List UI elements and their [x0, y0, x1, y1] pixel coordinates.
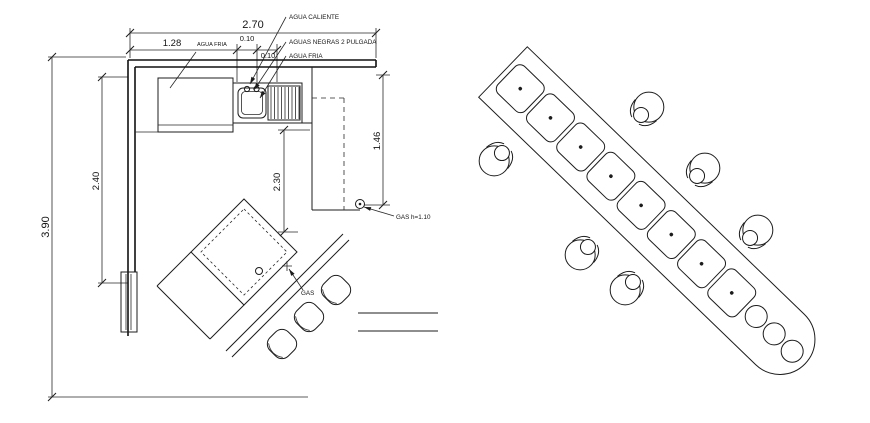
dim-right-depth: 1.46	[372, 132, 383, 151]
dim-outer-height: 3.90	[40, 216, 52, 237]
overhead-cabinet-dashed	[312, 97, 345, 210]
dim-gap-b: 0.10	[261, 51, 276, 60]
stool	[320, 274, 352, 306]
bar-outline	[477, 46, 816, 375]
person-figure	[472, 136, 519, 183]
gas-outlet-symbol	[355, 199, 365, 209]
walls	[127, 59, 377, 336]
label-aguas-negras: AGUAS NEGRAS 2 PULGADA	[289, 39, 377, 46]
sink-drainboard	[267, 85, 301, 121]
bar-plan	[472, 46, 816, 375]
left-wall-window	[120, 271, 138, 333]
stool	[293, 301, 325, 333]
counter-edge	[302, 67, 360, 211]
person-figure	[733, 208, 780, 255]
person-figure	[624, 85, 671, 132]
dim-island-depth: 2.30	[272, 173, 283, 192]
person-figure	[680, 146, 727, 193]
bar-counter	[477, 46, 816, 375]
label-agua-fria-inline: AGUA FRIA	[197, 42, 227, 48]
counter-appliance	[135, 77, 234, 133]
extension-lines	[48, 28, 390, 398]
cross-mark	[282, 261, 292, 271]
label-agua-fria: AGUA FRIA	[289, 53, 323, 60]
bar-round-seats	[744, 305, 804, 363]
dim-top-width: 2.70	[242, 19, 263, 31]
dim-gap-a: 0.10	[240, 34, 255, 43]
faucet-cold	[253, 85, 260, 93]
dimension-lines	[51, 32, 384, 397]
dim-counter-width: 1.28	[163, 38, 182, 49]
faucet-hot	[243, 85, 251, 93]
label-agua-caliente: AGUA CALIENTE	[289, 14, 339, 21]
leader-lines	[169, 16, 395, 291]
stool	[266, 328, 298, 360]
person-figure	[603, 265, 650, 312]
label-gas: GAS	[301, 290, 314, 297]
dim-inner-height: 2.40	[91, 172, 102, 191]
sink-basin	[237, 87, 267, 119]
island-counter-band	[156, 233, 350, 358]
kitchen-plan: 2.70 1.28 AGUA FRIA 0.10 0.10 3.90 2.40 …	[40, 14, 438, 402]
island-table	[190, 198, 298, 306]
label-gas-height: GAS h=1.10	[396, 214, 431, 221]
island-gas-point	[255, 267, 263, 275]
bar-plates	[495, 64, 757, 318]
sink-symbol	[232, 82, 303, 124]
person-figure	[558, 230, 605, 277]
dimension-ticks	[47, 28, 388, 402]
right-wall-section	[358, 312, 438, 332]
